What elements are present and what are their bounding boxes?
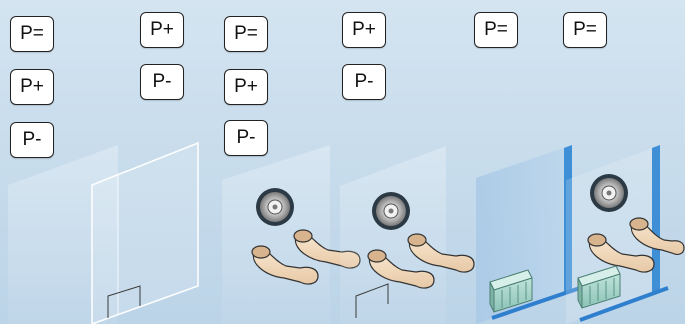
scene-3-glove-port-icon [372,192,410,230]
scene-5-glove-port-icon [590,174,628,212]
scene-4-transfer-box-icon [489,269,533,313]
col-4-pressure-minus-button[interactable]: P- [342,64,386,100]
button-label: P- [236,127,256,148]
button-label: P- [354,71,374,92]
scene-3-glass-panel-icon [340,146,446,324]
scene-3-gloved-hands-icon [367,233,475,289]
button-label: P= [484,19,508,40]
col-4-pressure-plus-button[interactable]: P+ [342,12,386,48]
button-label: P= [234,23,258,44]
button-label: P- [22,129,42,150]
scene-5-transfer-box-icon [577,265,621,309]
col-6-pressure-equal-button[interactable]: P= [563,12,607,48]
col-5-pressure-equal-button[interactable]: P= [474,12,518,48]
button-label: P+ [234,76,258,97]
col-1-pressure-minus-button[interactable]: P- [10,122,54,158]
button-label: P+ [150,19,174,40]
col-3-pressure-equal-button[interactable]: P= [224,16,268,52]
scene-5-gloved-hands-icon [587,217,685,273]
button-label: P= [573,19,597,40]
col-1-pressure-plus-button[interactable]: P+ [10,69,54,105]
button-label: P- [152,71,172,92]
col-2-pressure-plus-button[interactable]: P+ [140,12,184,48]
col-1-pressure-equal-button[interactable]: P= [10,16,54,52]
scene-2-glove-port-icon [256,188,294,226]
scene-2-glass-panel-icon [222,145,330,324]
col-2-pressure-minus-button[interactable]: P- [140,64,184,100]
button-label: P+ [352,19,376,40]
button-label: P+ [20,76,44,97]
scene-1-glass-panel-icon [8,141,199,324]
col-3-pressure-plus-button[interactable]: P+ [224,69,268,105]
button-label: P= [20,23,44,44]
col-3-pressure-minus-button[interactable]: P- [224,120,268,156]
